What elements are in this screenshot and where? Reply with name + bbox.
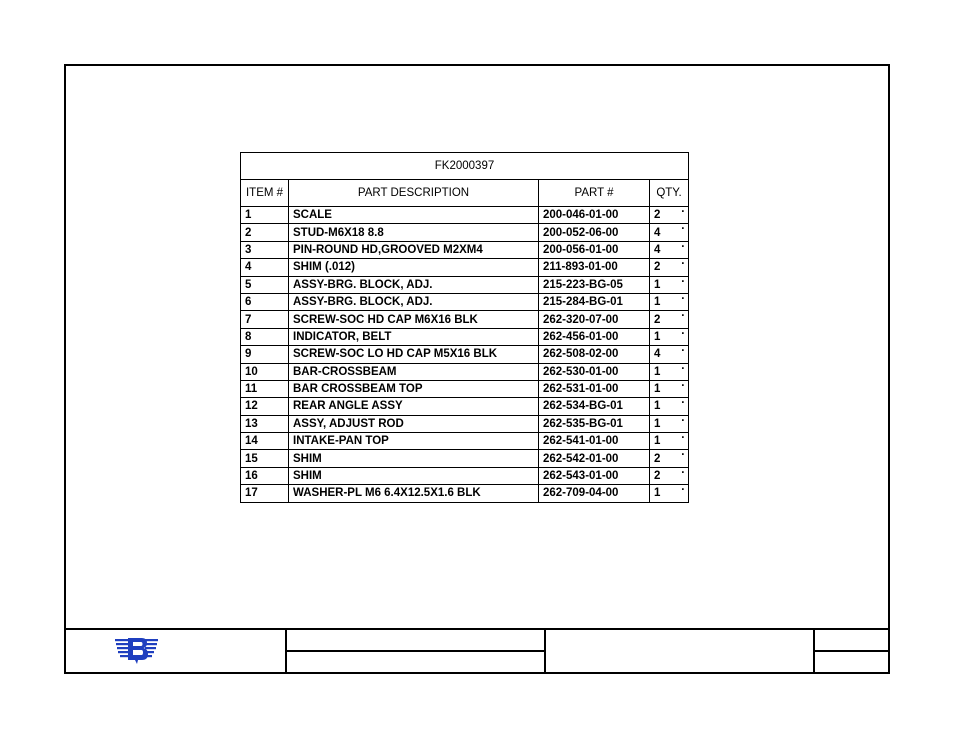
part-description: PIN-ROUND HD,GROOVED M2XM4 bbox=[288, 240, 539, 260]
part-description: BAR-CROSSBEAM bbox=[288, 362, 539, 381]
column-header-qty: QTY. bbox=[648, 179, 690, 207]
item-number: 17 bbox=[240, 484, 289, 503]
quantity: 4 bbox=[648, 240, 690, 260]
item-number: 15 bbox=[240, 449, 289, 468]
part-description: SHIM bbox=[288, 449, 539, 468]
part-number: 262-320-07-00 bbox=[538, 310, 650, 329]
part-number: 215-284-BG-01 bbox=[538, 292, 650, 312]
item-number: 12 bbox=[240, 397, 289, 416]
item-number: 1 bbox=[240, 205, 289, 225]
item-number: 13 bbox=[240, 414, 289, 434]
quantity: 2 bbox=[648, 205, 690, 225]
company-logo-icon bbox=[115, 638, 158, 664]
column-header-part: PART # bbox=[538, 179, 650, 207]
part-description: WASHER-PL M6 6.4X12.5X1.6 BLK bbox=[288, 484, 539, 503]
part-number: 262-456-01-00 bbox=[538, 327, 650, 347]
item-number: 10 bbox=[240, 362, 289, 381]
quantity: 4 bbox=[648, 345, 690, 364]
quantity: 1 bbox=[648, 292, 690, 312]
item-number: 16 bbox=[240, 466, 289, 486]
part-description: ASSY-BRG. BLOCK, ADJ. bbox=[288, 275, 539, 294]
quantity: 1 bbox=[648, 327, 690, 347]
part-description: INTAKE-PAN TOP bbox=[288, 432, 539, 451]
part-number: 262-709-04-00 bbox=[538, 484, 650, 503]
item-number: 14 bbox=[240, 432, 289, 451]
part-number: 215-223-BG-05 bbox=[538, 275, 650, 294]
part-number: 262-530-01-00 bbox=[538, 362, 650, 381]
bill-of-materials-table: FK2000397 ITEM # PART DESCRIPTION PART #… bbox=[239, 152, 690, 503]
part-description: ASSY, ADJUST ROD bbox=[288, 414, 539, 434]
column-header-description: PART DESCRIPTION bbox=[288, 179, 539, 207]
quantity: 1 bbox=[648, 275, 690, 294]
part-number: 200-052-06-00 bbox=[538, 223, 650, 242]
part-number: 262-534-BG-01 bbox=[538, 397, 650, 416]
item-number: 9 bbox=[240, 345, 289, 364]
quantity: 1 bbox=[648, 432, 690, 451]
assembly-number: FK2000397 bbox=[239, 152, 690, 180]
quantity: 2 bbox=[648, 449, 690, 468]
quantity: 1 bbox=[648, 362, 690, 381]
quantity: 4 bbox=[648, 223, 690, 242]
quantity: 1 bbox=[648, 397, 690, 416]
part-description: SHIM (.012) bbox=[288, 258, 539, 277]
part-number: 200-046-01-00 bbox=[538, 205, 650, 225]
part-description: SCREW-SOC LO HD CAP M5X16 BLK bbox=[288, 345, 539, 364]
item-number: 7 bbox=[240, 310, 289, 329]
part-description: SCREW-SOC HD CAP M6X16 BLK bbox=[288, 310, 539, 329]
item-number: 4 bbox=[240, 258, 289, 277]
part-number: 211-893-01-00 bbox=[538, 258, 650, 277]
item-number: 8 bbox=[240, 327, 289, 347]
part-number: 262-542-01-00 bbox=[538, 449, 650, 468]
quantity: 1 bbox=[648, 379, 690, 399]
item-number: 6 bbox=[240, 292, 289, 312]
item-number: 11 bbox=[240, 379, 289, 399]
part-description: BAR CROSSBEAM TOP bbox=[288, 379, 539, 399]
title-block bbox=[64, 628, 888, 672]
part-number: 262-541-01-00 bbox=[538, 432, 650, 451]
item-number: 5 bbox=[240, 275, 289, 294]
quantity: 2 bbox=[648, 466, 690, 486]
part-number: 262-531-01-00 bbox=[538, 379, 650, 399]
item-number: 2 bbox=[240, 223, 289, 242]
quantity: 2 bbox=[648, 310, 690, 329]
part-description: STUD-M6X18 8.8 bbox=[288, 223, 539, 242]
quantity: 2 bbox=[648, 258, 690, 277]
quantity: 1 bbox=[648, 414, 690, 434]
part-description: ASSY-BRG. BLOCK, ADJ. bbox=[288, 292, 539, 312]
column-header-item: ITEM # bbox=[240, 179, 289, 207]
part-description: REAR ANGLE ASSY bbox=[288, 397, 539, 416]
drawing-border bbox=[64, 64, 890, 674]
part-description: INDICATOR, BELT bbox=[288, 327, 539, 347]
part-number: 262-535-BG-01 bbox=[538, 414, 650, 434]
part-description: SHIM bbox=[288, 466, 539, 486]
part-number: 262-543-01-00 bbox=[538, 466, 650, 486]
part-description: SCALE bbox=[288, 205, 539, 225]
item-number: 3 bbox=[240, 240, 289, 260]
part-number: 262-508-02-00 bbox=[538, 345, 650, 364]
part-number: 200-056-01-00 bbox=[538, 240, 650, 260]
quantity: 1 bbox=[648, 484, 690, 503]
